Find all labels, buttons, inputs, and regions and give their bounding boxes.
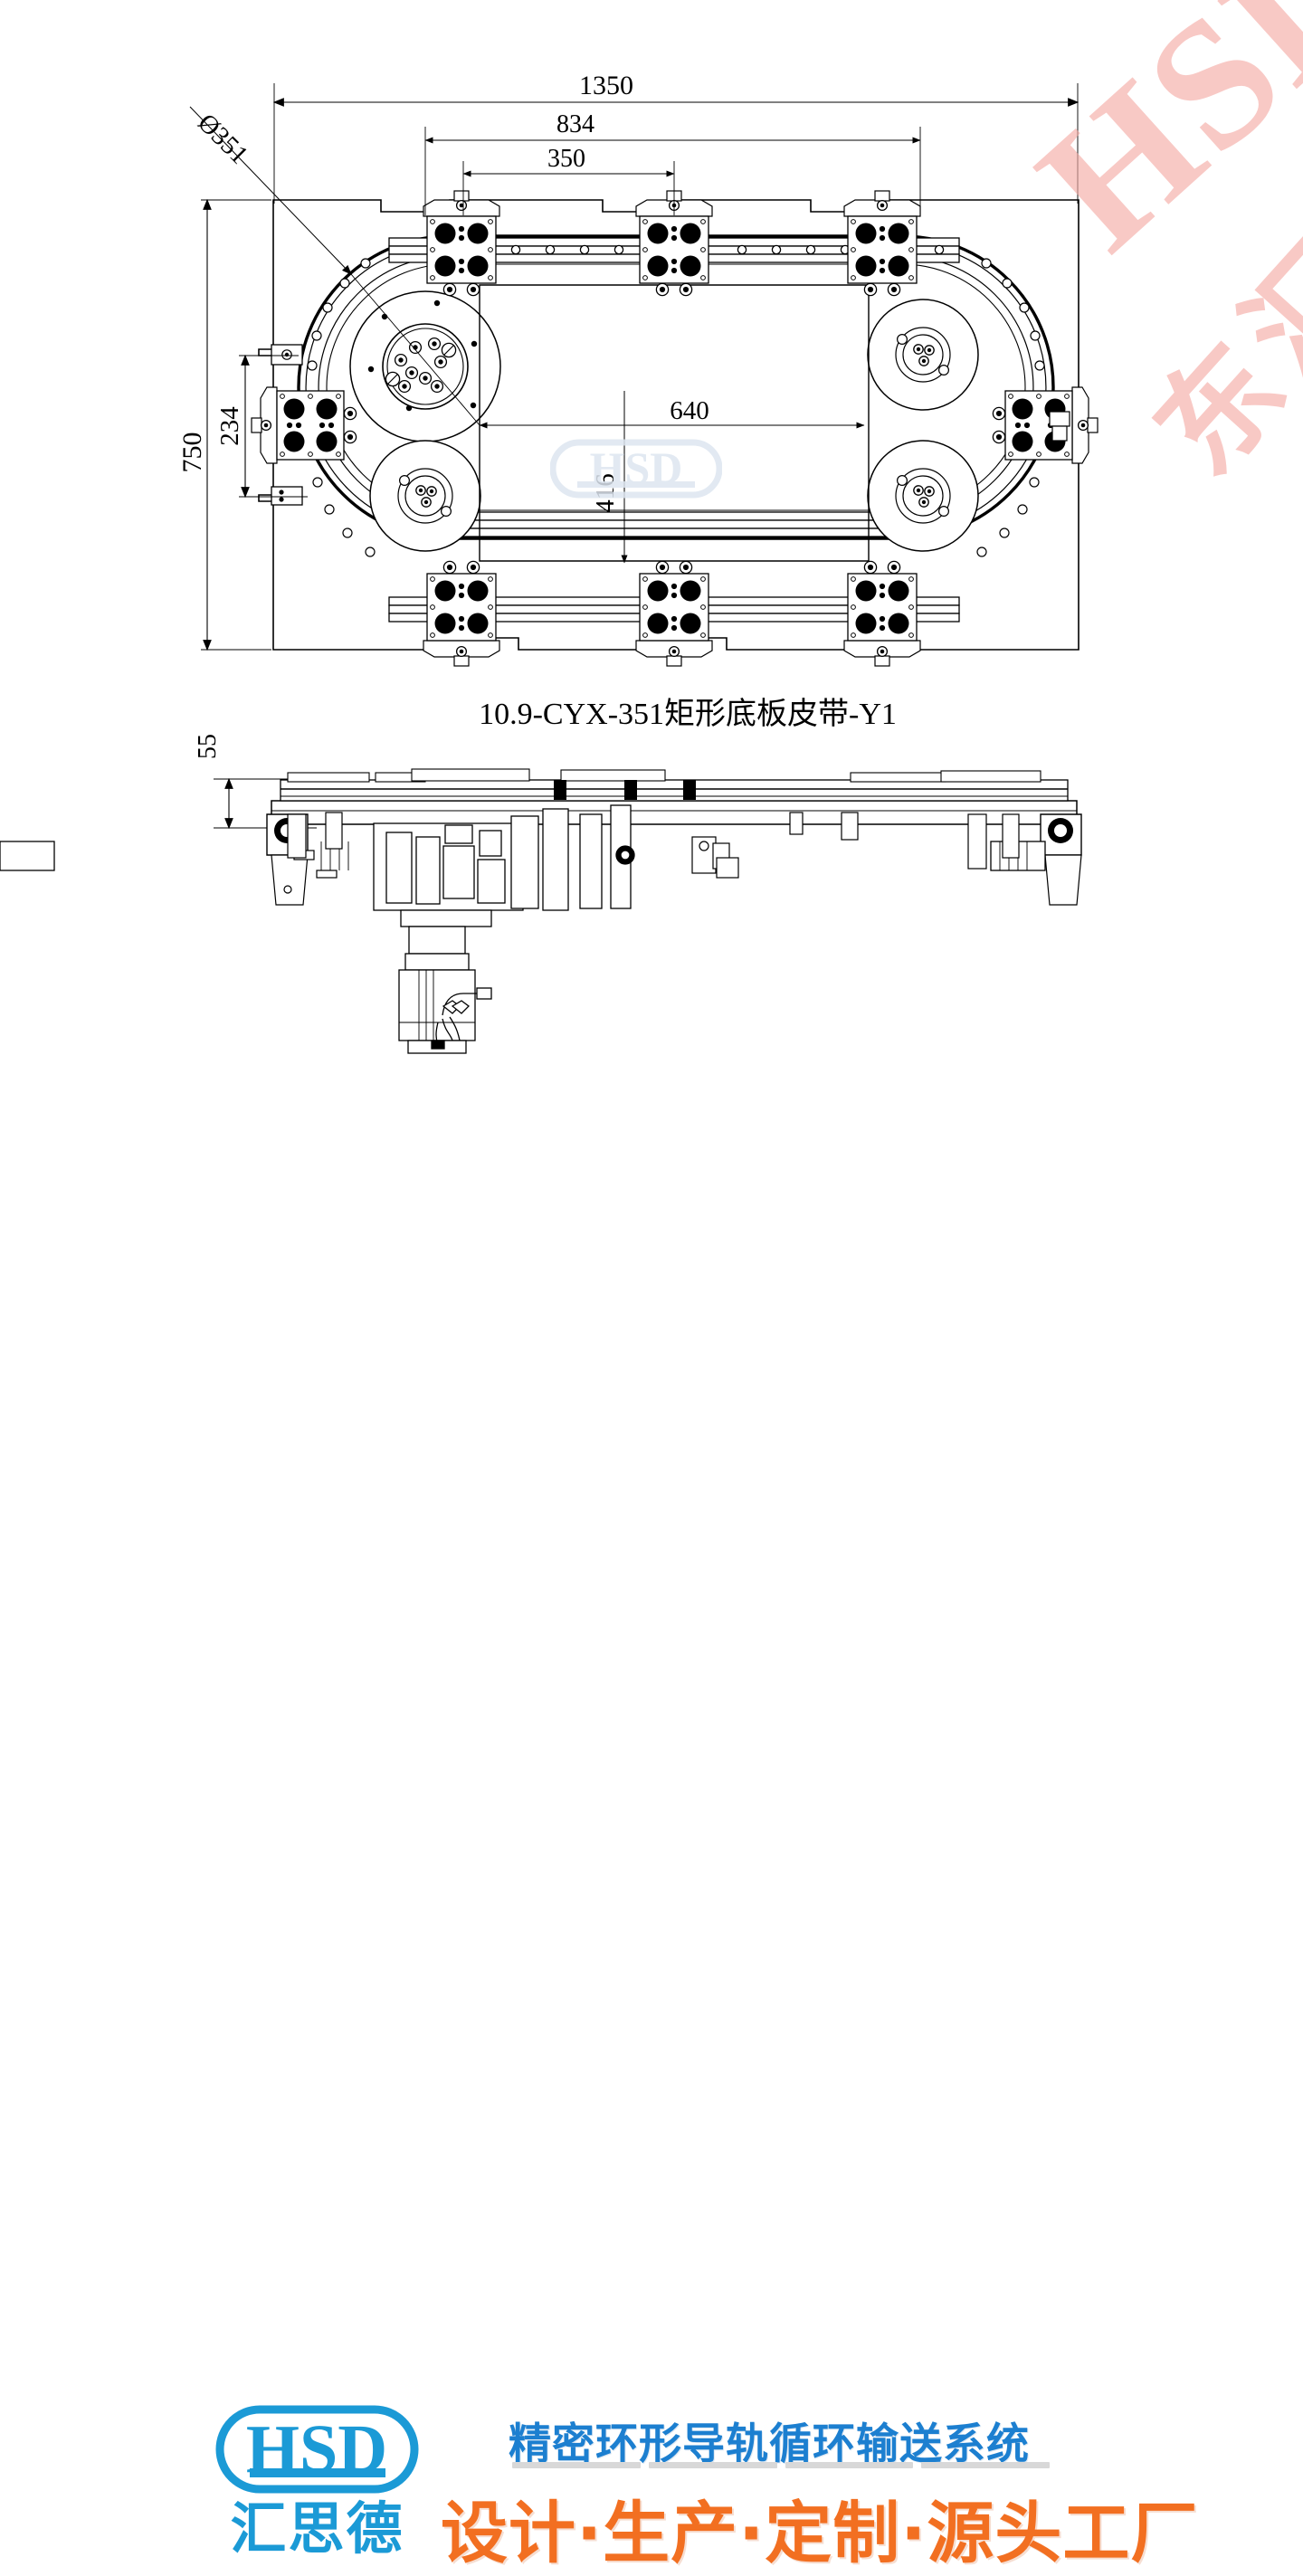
dim-label-55: 55 <box>194 734 222 759</box>
divider-seg-2 <box>648 2462 777 2468</box>
support-frame-left <box>287 812 343 859</box>
carriage-bottom-1[interactable] <box>423 560 500 667</box>
servo-motor <box>398 926 476 1054</box>
elevation-view-group: 55 <box>0 734 1082 1054</box>
dimension-640: 640 <box>479 396 865 429</box>
divider-seg-3 <box>785 2462 914 2468</box>
carriage-top-3[interactable] <box>843 190 921 297</box>
secondary-drive-assembly <box>691 836 739 879</box>
dimension-350: 350 <box>462 145 675 215</box>
logo-mark: HSD <box>215 2405 419 2494</box>
end-pulley-right-profile <box>1040 813 1082 906</box>
divider-seg-4 <box>921 2462 1050 2468</box>
dim-label-350: 350 <box>547 145 585 173</box>
dim-label-1350: 1350 <box>579 71 633 100</box>
carriage-bottom-3[interactable] <box>843 560 921 667</box>
tensioner-left <box>271 344 303 506</box>
drawing-title: 10.9-CYX-351矩形底板皮带-Y1 <box>479 697 897 731</box>
drive-pulley-upper-left <box>349 290 501 442</box>
dimension-234: 234 <box>215 354 308 499</box>
footer-banner: HSD 汇思德 精密环形导轨循环输送系统 设计·生产·定制·源头工厂 <box>0 1303 1303 2572</box>
support-frame-mid <box>789 812 859 841</box>
tensioner-right <box>1049 411 1070 442</box>
technical-drawing-svg: 1350 834 350 750 234 <box>0 71 1099 1054</box>
dimension-750: 750 <box>177 198 271 651</box>
support-frame-right <box>967 813 1020 870</box>
logo-chinese-name: 汇思德 <box>230 2495 404 2562</box>
drive-pulley-upper-right <box>867 299 979 411</box>
carriage-top-1[interactable] <box>423 190 500 297</box>
dimension-834: 834 <box>424 110 921 215</box>
watermark-center-hsd: HSD <box>550 439 722 499</box>
motor-cables <box>431 987 492 1050</box>
carriage-bottom-2[interactable] <box>635 560 713 667</box>
drive-gearbox-assembly <box>373 804 635 927</box>
dim-label-834: 834 <box>556 110 594 138</box>
divider-seg-1 <box>512 2462 641 2468</box>
brand-logo: HSD 汇思德 <box>215 2405 419 2563</box>
carriage-left[interactable] <box>251 386 357 464</box>
tagline-secondary: 设计·生产·定制·源头工厂 <box>441 2495 1199 2572</box>
dimension-1350: 1350 <box>272 71 1079 204</box>
tagline-divider <box>512 2462 1050 2468</box>
carriage-right[interactable] <box>992 386 1099 464</box>
dim-label-750: 750 <box>177 433 207 473</box>
dim-label-640: 640 <box>670 396 709 425</box>
drive-pulley-lower-left <box>369 440 481 552</box>
dim-label-234: 234 <box>215 406 244 446</box>
callout-label-351: Ø351 <box>192 109 253 170</box>
inner-frame <box>479 284 870 562</box>
drive-pulley-lower-right <box>867 440 979 552</box>
